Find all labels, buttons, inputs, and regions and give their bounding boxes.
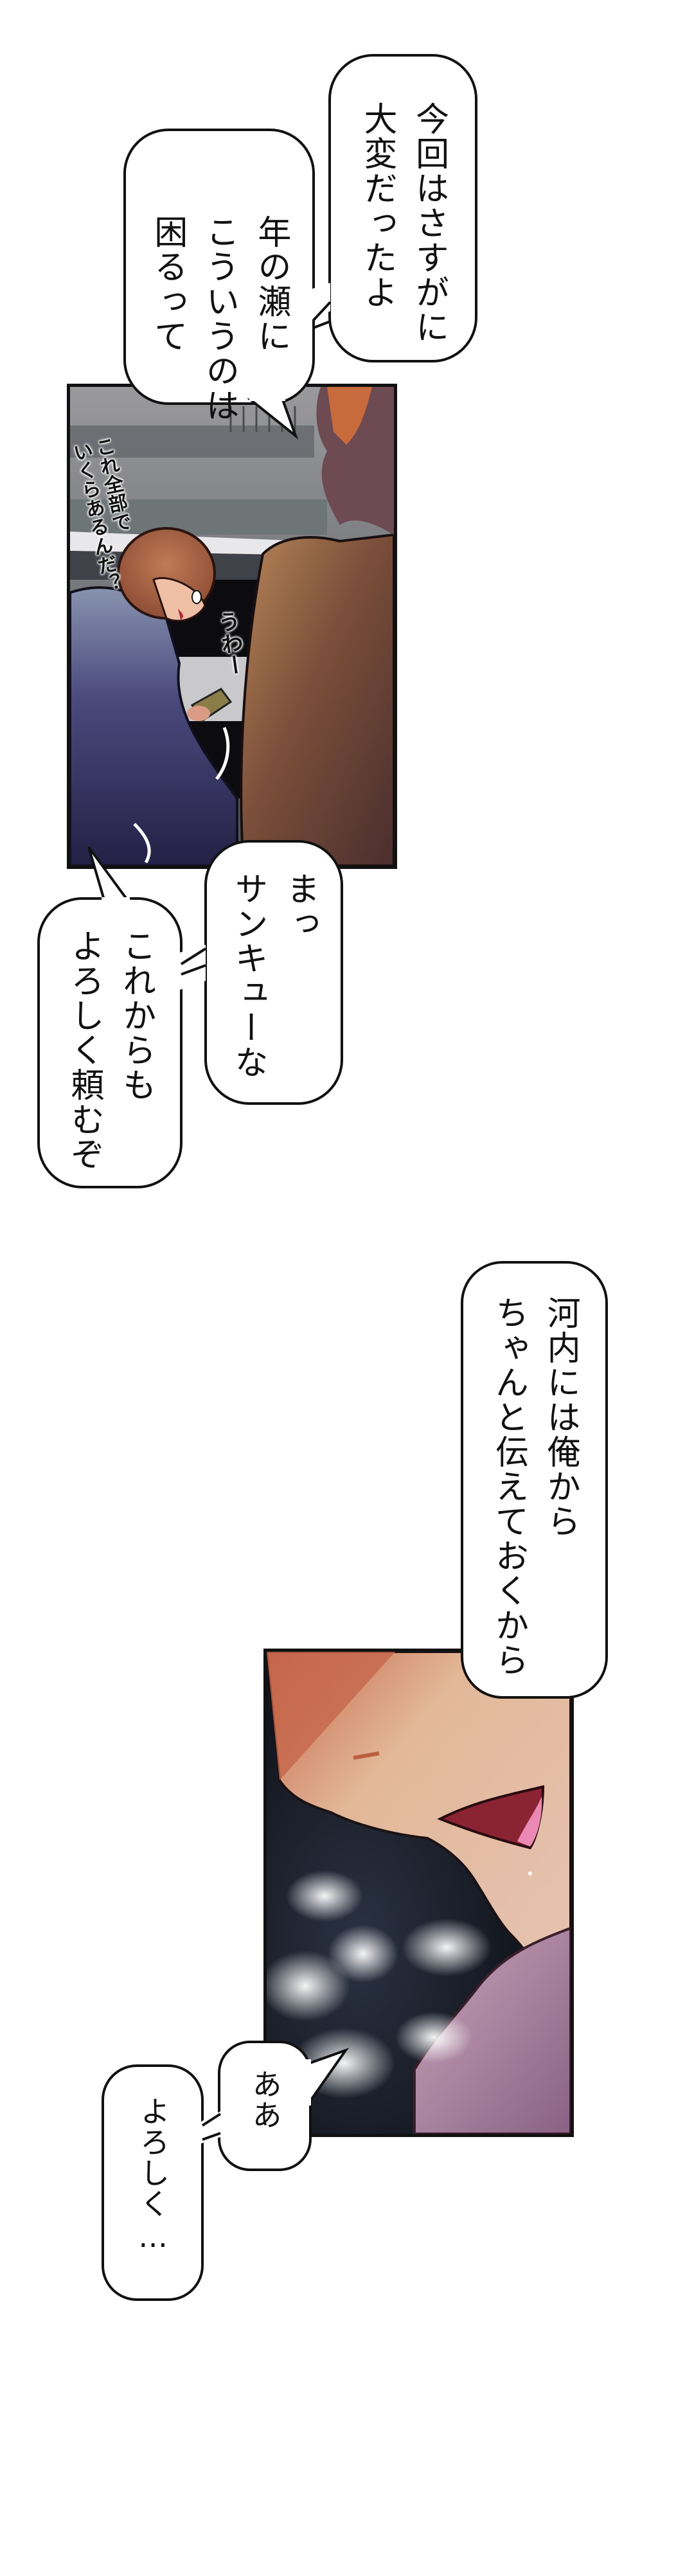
bubble-text: よろしく…: [136, 2096, 171, 2255]
bubble-connector: [201, 2111, 222, 2143]
bubble-tail: [247, 396, 299, 440]
bubble-text: これからも よろしく頼むぞ: [65, 929, 156, 1172]
bubble-tail: [306, 2048, 350, 2106]
speech-bubble-1: 今回はさすがに 大変だったよ: [328, 54, 477, 362]
bubble-text: 今回はさすがに 大変だったよ: [358, 102, 449, 344]
speech-bubble-7: よろしく…: [102, 2064, 204, 2301]
speech-bubble-2: 年の瀬に こういうのは 困るって: [123, 129, 315, 423]
bubble-text: 年の瀬に こういうのは 困るって: [148, 215, 290, 423]
bubble-text: 河内には俺から ちゃんと伝えておくから: [489, 1296, 580, 1677]
bubble-text: まっ サンキューな: [229, 872, 319, 1080]
comic-panel-2: [263, 1649, 574, 2137]
bubble-tail: [87, 846, 130, 904]
bubble-connector: [311, 283, 332, 329]
speech-bubble-3: まっ サンキューな: [204, 840, 343, 1105]
panel-1-illustration: [70, 387, 394, 866]
speech-bubble-4: これからも よろしく頼むぞ: [37, 897, 182, 1188]
bubble-connector: [180, 945, 207, 990]
comic-panel-1: これ全部で いくらあるんだ？ うわー: [67, 384, 397, 869]
panel-2-illustration: [267, 1652, 571, 2134]
speech-bubble-5: 河内には俺から ちゃんと伝えておくから: [461, 1261, 608, 1699]
bubble-text: ああ: [247, 2069, 283, 2131]
speech-bubble-6: ああ: [218, 2041, 312, 2171]
